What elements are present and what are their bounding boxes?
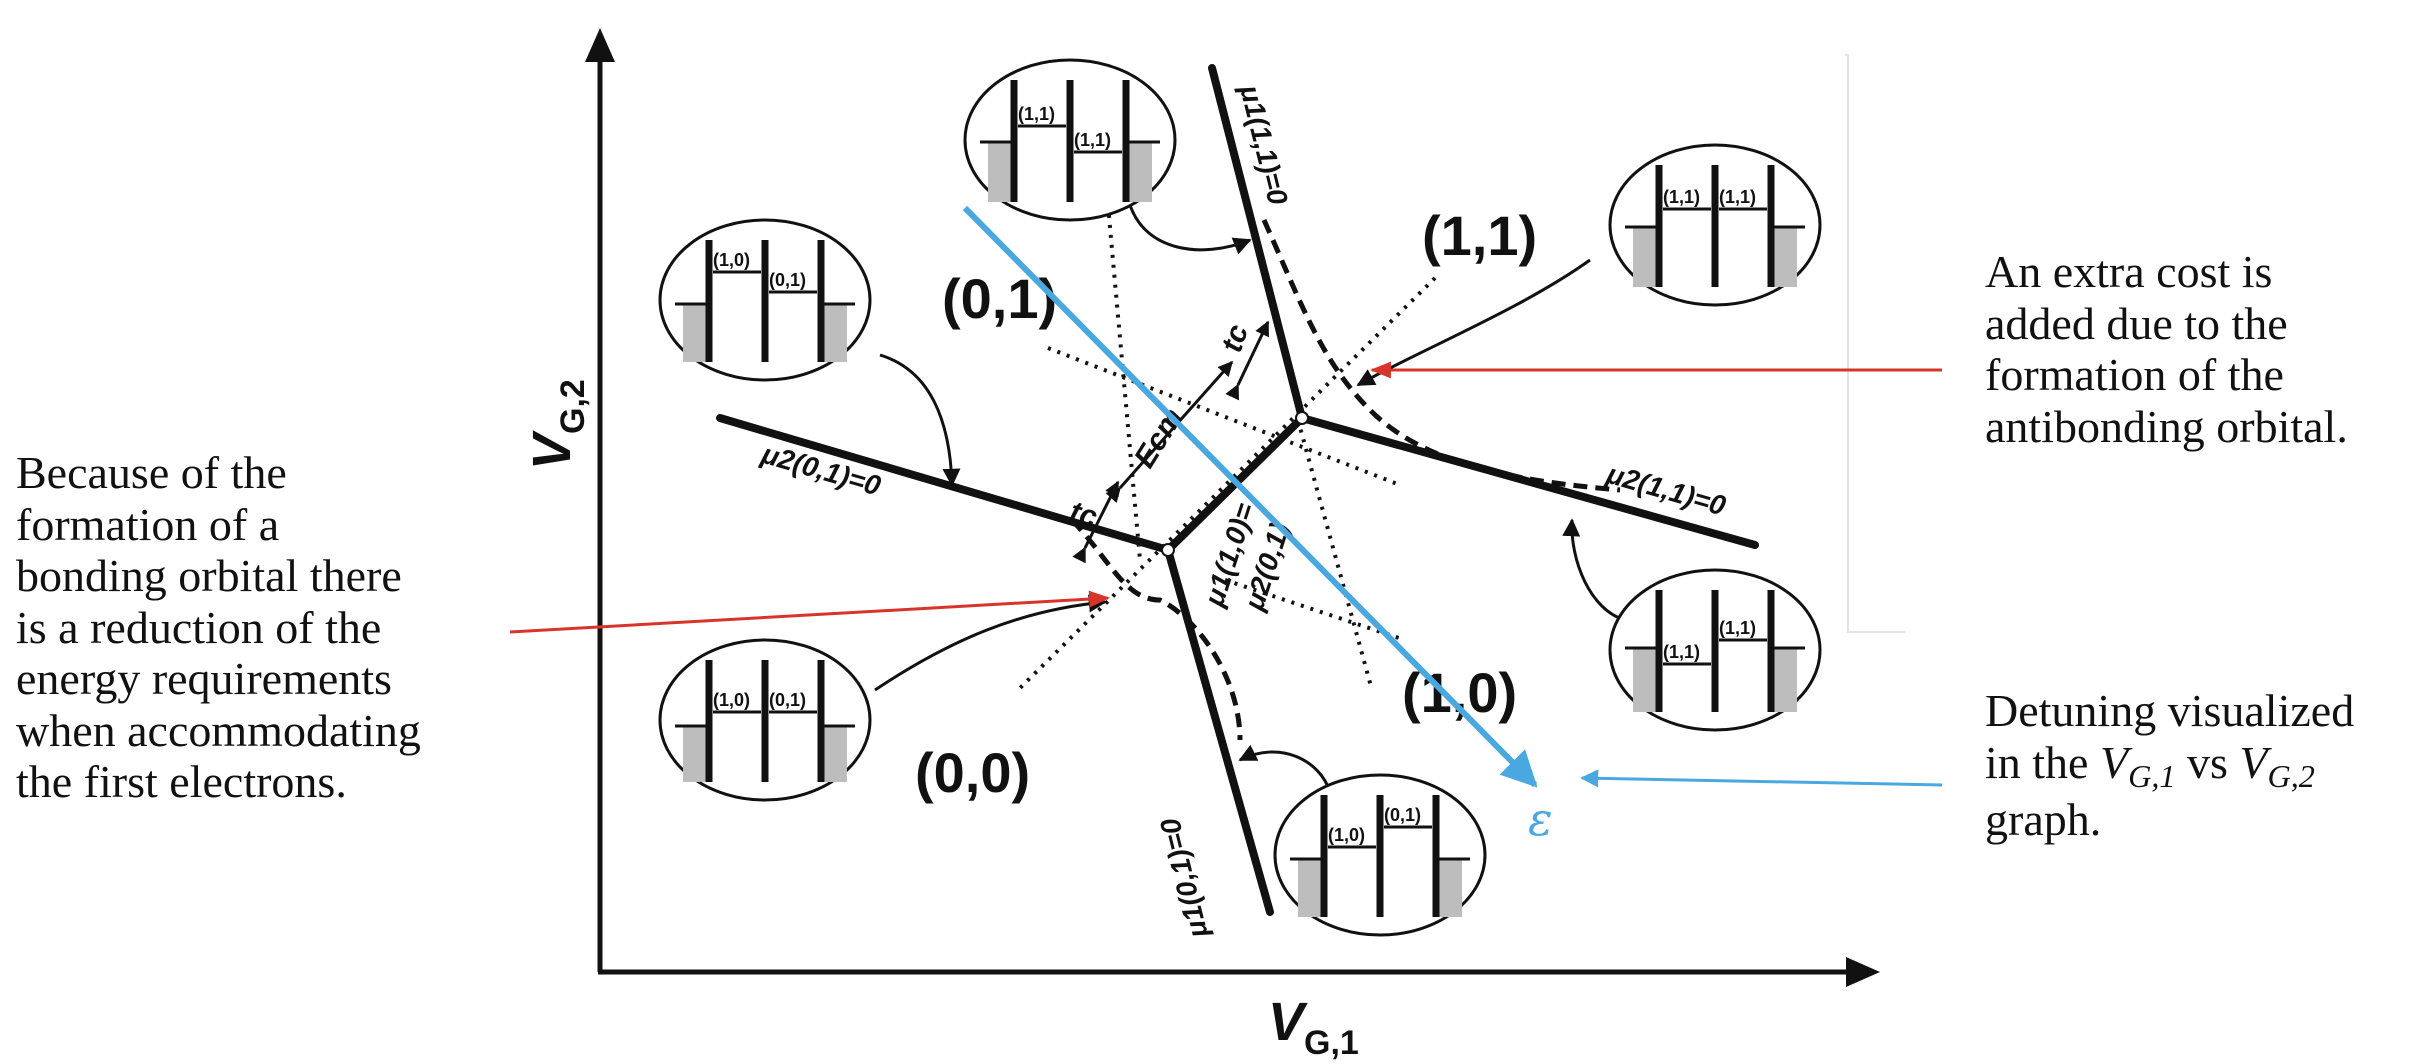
connector-bottom: [1238, 744, 1332, 793]
label-mu2-11: μ2(1,1)=0: [1602, 458, 1729, 522]
annotation-bonding-line-3: bonding orbital there: [16, 550, 402, 602]
region-label-00: (0,0): [915, 741, 1030, 804]
connector-left: [879, 353, 961, 487]
annotation-bonding-line-7: the first electrons.: [16, 756, 347, 808]
annotation-antibonding-line-4: antibonding orbital.: [1985, 400, 2348, 452]
connector-right-bottom: [1562, 518, 1626, 622]
blue-arrow-detuning: [1580, 769, 1943, 788]
inset-right-top: (1,1) (1,1): [1608, 143, 1822, 307]
inset-bottom: (1,0) (0,1): [1273, 773, 1487, 937]
red-arrow-bonding: [509, 590, 1111, 634]
annotation-antibonding-line-3: formation of the: [1985, 349, 2284, 401]
inset-right-bottom-left-label: (1,1): [1663, 642, 1700, 662]
annotation-detuning-line-3: graph.: [1985, 793, 2102, 845]
triple-point-upper: [1295, 411, 1309, 425]
inset-left-bottom-right-label: (0,1): [769, 690, 806, 710]
label-mu1-01: μ1(0,1)=0: [1154, 815, 1214, 942]
annotation-antibonding: An extra cost is added due to the format…: [1985, 246, 2405, 452]
inset-right-bottom: (1,1) (1,1): [1608, 568, 1822, 732]
x-axis-label: VG,1: [1268, 992, 1359, 1062]
panel-edge: [1845, 54, 1905, 633]
annotation-bonding-line-2: formation of a: [16, 498, 280, 550]
annotation-detuning: Detuning visualized in the VG,1 vs VG,2 …: [1985, 685, 2405, 845]
inset-right-bottom-right-label: (1,1): [1719, 618, 1756, 638]
detuning-line: [962, 205, 1538, 788]
inset-left-top-right-label: (0,1): [769, 270, 806, 290]
axes: VG,1 VG,2: [522, 28, 1880, 1062]
inset-top: (1,1) (1,1): [963, 58, 1177, 222]
annotation-antibonding-line-1: An extra cost is: [1985, 246, 2273, 297]
annotation-bonding-line-5: energy requirements: [16, 653, 392, 705]
inset-left-top-left-label: (1,0): [713, 250, 750, 270]
annotation-bonding-line-1: Because of the: [16, 447, 287, 498]
triple-point-lower: [1161, 543, 1175, 557]
y-axis-arrowhead: [585, 28, 615, 62]
inset-top-right-label: (1,1): [1074, 130, 1111, 150]
tc-marker-upper-line: [1225, 320, 1270, 401]
annotation-bonding-line-6: when accommodating: [16, 704, 421, 756]
line-mu2-01: [716, 414, 1172, 554]
annotation-detuning-line-2: in the VG,1 vs VG,2: [1985, 736, 2315, 794]
annotation-detuning-line-1: Detuning visualized: [1985, 685, 2355, 736]
annotation-bonding-line-4: is a reduction of the: [16, 601, 382, 653]
region-labels: (0,0) (0,1) (1,1) (1,0): [915, 204, 1537, 804]
dotted-guide-3: [1224, 578, 1406, 642]
tc-label-upper: tc: [1215, 320, 1255, 356]
inset-right-top-right-label: (1,1): [1719, 187, 1756, 207]
y-axis-label: VG,2: [522, 379, 592, 470]
inset-bottom-right-label: (0,1): [1384, 805, 1421, 825]
inset-left-bottom-left-label: (1,0): [713, 690, 750, 710]
line-mu1-01: [1164, 546, 1274, 916]
line-mu1-11: [1208, 64, 1306, 422]
annotation-antibonding-line-2: added due to the: [1985, 297, 2288, 349]
annotation-bonding: Because of the formation of a bonding or…: [16, 447, 496, 808]
connector-top: [1128, 204, 1252, 255]
connector-left-bottom: [874, 594, 1107, 692]
line-mu2-11: [1298, 414, 1759, 549]
inset-left-top: (1,0) (0,1): [658, 218, 872, 382]
inset-bottom-left-label: (1,0): [1328, 825, 1365, 845]
epsilon-label: ε: [1528, 792, 1553, 846]
dotted-guide-2: [1047, 346, 1401, 487]
inset-right-top-left-label: (1,1): [1663, 187, 1700, 207]
inset-top-left-label: (1,1): [1018, 104, 1055, 124]
x-axis-arrowhead: [1846, 957, 1880, 987]
inset-left-bottom: (1,0) (0,1): [658, 638, 872, 802]
region-label-11: (1,1): [1422, 204, 1537, 267]
ecm-label: Ecm: [1128, 402, 1190, 473]
region-label-01: (0,1): [942, 267, 1057, 330]
